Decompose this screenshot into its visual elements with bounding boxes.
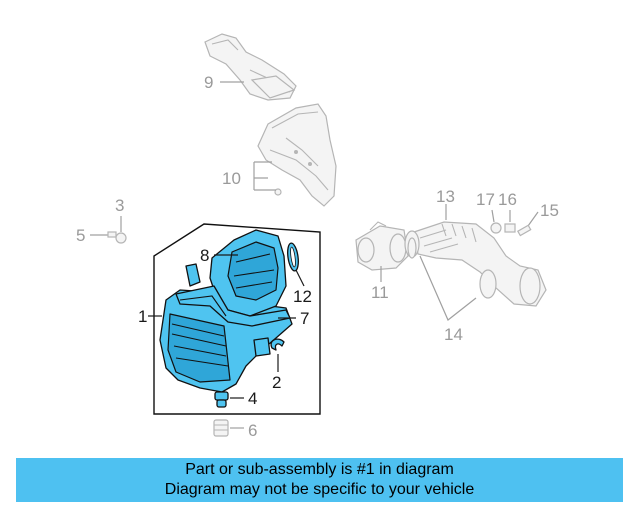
callout-2[interactable]: 2 [272,373,281,392]
banner-line-1: Part or sub-assembly is #1 in diagram [185,461,454,478]
callout-16[interactable]: 16 [498,190,517,209]
part-1-air-cleaner-housing[interactable] [159,229,293,393]
callout-13[interactable]: 13 [436,187,455,206]
callout-1[interactable]: 1 [138,307,147,326]
parts-diagram: 9 10 3 5 8 [76,33,559,440]
info-banner: Part or sub-assembly is #1 in diagram Di… [16,458,623,502]
part-14-hose-clamp[interactable] [407,237,497,299]
part-6-insulator[interactable] [213,419,229,437]
leader-15 [527,211,539,227]
callout-8[interactable]: 8 [200,246,209,265]
callout-9[interactable]: 9 [204,73,213,92]
leader-12 [295,269,305,287]
callout-15[interactable]: 15 [540,201,559,220]
callout-4[interactable]: 4 [248,389,257,408]
callout-12[interactable]: 12 [293,287,312,306]
callout-6[interactable]: 6 [248,421,257,440]
banner-line-2: Diagram may not be specific to your vehi… [164,481,475,498]
callout-10[interactable]: 10 [222,169,241,188]
callout-5[interactable]: 5 [76,226,85,245]
part-2-clip[interactable] [270,338,285,351]
callout-3[interactable]: 3 [115,196,124,215]
part-4-grommet[interactable] [214,391,229,408]
part-13-intake-hose[interactable] [404,221,547,307]
callout-11[interactable]: 11 [371,283,389,302]
part-5-bolt[interactable] [107,231,117,238]
callout-14[interactable]: 14 [444,325,463,344]
part-16-bolt[interactable] [504,223,516,233]
part-12-seal[interactable] [286,242,300,272]
part-9-intake-duct[interactable] [204,33,297,101]
leader-10 [253,161,276,191]
part-17-nut[interactable] [490,222,502,234]
leader-14 [419,255,477,321]
part-10-resonator[interactable] [257,103,337,207]
callout-17[interactable]: 17 [476,190,495,209]
callout-7[interactable]: 7 [300,309,309,328]
leader-17 [491,209,495,223]
part-11-airflow-meter[interactable] [355,221,409,271]
assembly-box [153,223,321,415]
part-15-screw[interactable] [516,224,532,237]
part-3-grommet[interactable] [115,232,127,244]
